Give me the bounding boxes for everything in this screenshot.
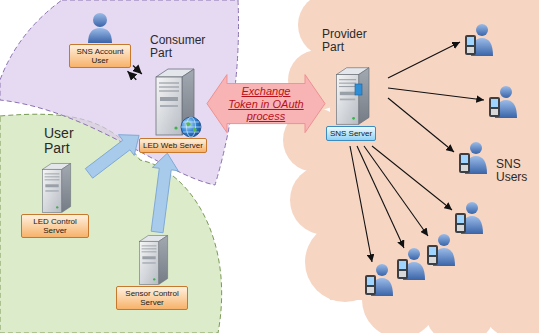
server-icon <box>139 235 167 284</box>
data-arrow <box>151 153 178 233</box>
user-icon <box>88 13 112 43</box>
server-badge <box>355 84 362 95</box>
part-label: SNS Users <box>496 158 536 184</box>
provider-cloud <box>283 0 539 333</box>
edge-label: Exchange Token in OAuth process <box>226 84 306 122</box>
part-label: User Part <box>44 126 84 157</box>
server-icon <box>336 68 369 125</box>
node-label: LED Web Server <box>139 138 207 153</box>
node-label: Sensor Control Server <box>116 286 188 310</box>
node-label: SNS Account User <box>69 44 131 68</box>
part-label: Provider Part <box>322 28 384 54</box>
server-node: LED Web Server <box>139 66 207 153</box>
phone-users <box>365 24 517 296</box>
server-node: LED Control Server <box>21 160 89 238</box>
node-label: SNS Server <box>326 126 376 141</box>
user-arrows <box>350 42 484 262</box>
consumer-region <box>0 0 239 185</box>
server-node: SNS Server <box>325 64 377 141</box>
request-arrow <box>133 65 142 73</box>
globe-icon <box>181 117 201 137</box>
node-label: LED Control Server <box>21 214 89 238</box>
token-exchange-arrow <box>207 75 325 133</box>
part-label: Consumer Part <box>150 34 214 60</box>
user-region <box>0 114 222 333</box>
server-icon <box>42 163 70 212</box>
server-node: Sensor Control Server <box>116 232 188 310</box>
user-node: SNS Account User <box>69 10 131 68</box>
response-arrow <box>127 71 136 79</box>
data-arrow <box>85 135 139 178</box>
